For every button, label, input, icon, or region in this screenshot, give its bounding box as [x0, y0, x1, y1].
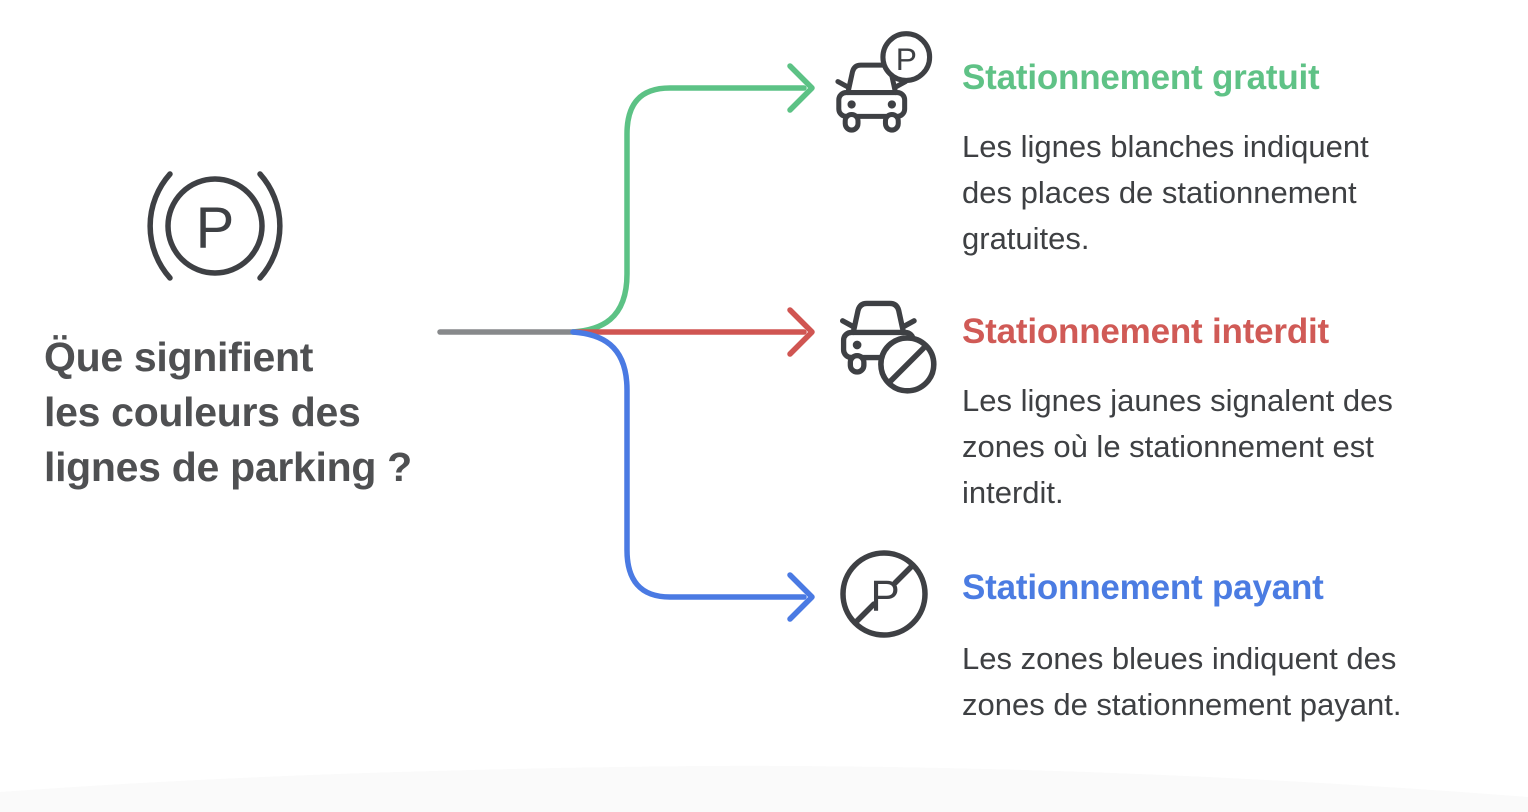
car-outline [835, 31, 933, 133]
no-entry-slash [887, 344, 928, 385]
branch-curve-gratuit [570, 85, 807, 335]
branch-connector-lines [437, 63, 815, 622]
arrowhead-interdit [787, 307, 815, 357]
branch-heading-payant: Stationnement payant [962, 568, 1324, 607]
branch-description-gratuit: Les lignes blanches indiquent des places… [962, 129, 1369, 256]
parking-circle [165, 176, 265, 276]
branch-heading-interdit: Stationnement interdit [962, 312, 1329, 351]
parking-badge-circle [880, 31, 933, 83]
sign-parking-letter: P [870, 572, 899, 621]
arrowhead-gratuit [787, 63, 815, 113]
parking-circled-p-shapes [147, 171, 283, 281]
arrowhead-payant [787, 572, 815, 622]
no-parking-sign-icon: P [840, 550, 928, 638]
badge-parking-letter: P [896, 41, 917, 77]
branch-description-payant: Les zones bleues indiquent des zones de … [962, 641, 1402, 722]
parking-circled-p-icon: P [147, 171, 283, 281]
car-outline [839, 300, 937, 394]
wave-shape [0, 765, 1528, 812]
parking-letter: P [196, 196, 235, 261]
branch-line-interdit [572, 307, 815, 357]
no-parking-shapes [840, 550, 928, 638]
car-with-parking-badge-icon: P [835, 31, 933, 133]
branch-line-payant [570, 329, 815, 622]
right-arc [257, 171, 283, 281]
branch-heading-gratuit: Stationnement gratuit [962, 58, 1320, 97]
headlights [847, 100, 896, 109]
branch-description-interdit: Les lignes jaunes signalent des zones où… [962, 383, 1393, 510]
bottom-wave-decoration [0, 765, 1528, 812]
car-no-entry-icon [839, 300, 937, 394]
main-question-title: Q̈ue signifient les couleurs des lignes … [44, 334, 412, 490]
headlights [852, 340, 862, 350]
slash-upper-segment [892, 563, 915, 586]
left-arc [147, 171, 173, 281]
sign-circle [840, 550, 928, 638]
slash-lower-segment [854, 601, 877, 624]
branch-curve-payant [570, 329, 807, 600]
branch-line-gratuit [570, 63, 815, 335]
